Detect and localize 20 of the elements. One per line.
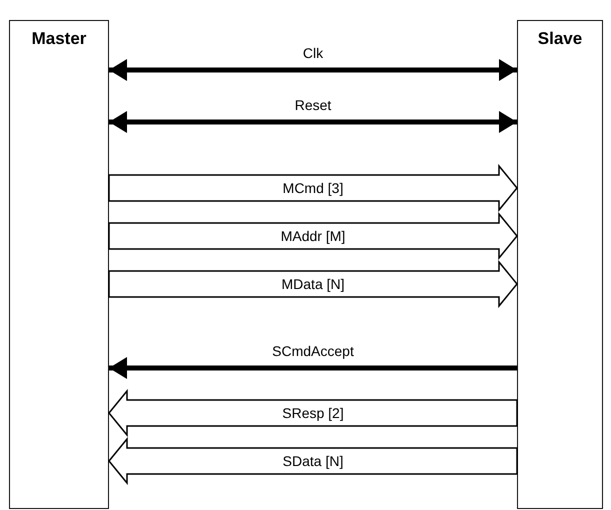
bus-arrow [108, 212, 518, 260]
signal-arrow [109, 59, 517, 81]
bus-arrow [108, 388, 518, 438]
edge-label: SCmdAccept [270, 343, 356, 359]
block-title: Master [30, 29, 88, 49]
block-title: Slave [536, 29, 584, 49]
bus-arrow [108, 164, 518, 212]
edge-label: MCmd [3] [280, 180, 346, 196]
block-box [9, 20, 109, 509]
edge-label: SData [N] [280, 453, 346, 469]
edge-label: SResp [2] [280, 405, 346, 421]
edge-label: Clk [300, 45, 326, 61]
signal-arrow [109, 111, 517, 133]
edge-label: MData [N] [280, 276, 346, 292]
bus-arrow [108, 436, 518, 486]
bus-arrow [108, 260, 518, 308]
edge-label: Reset [292, 97, 334, 113]
signal-arrow [109, 357, 517, 379]
edge-label: MAddr [M] [278, 228, 348, 244]
block-box [517, 20, 603, 509]
